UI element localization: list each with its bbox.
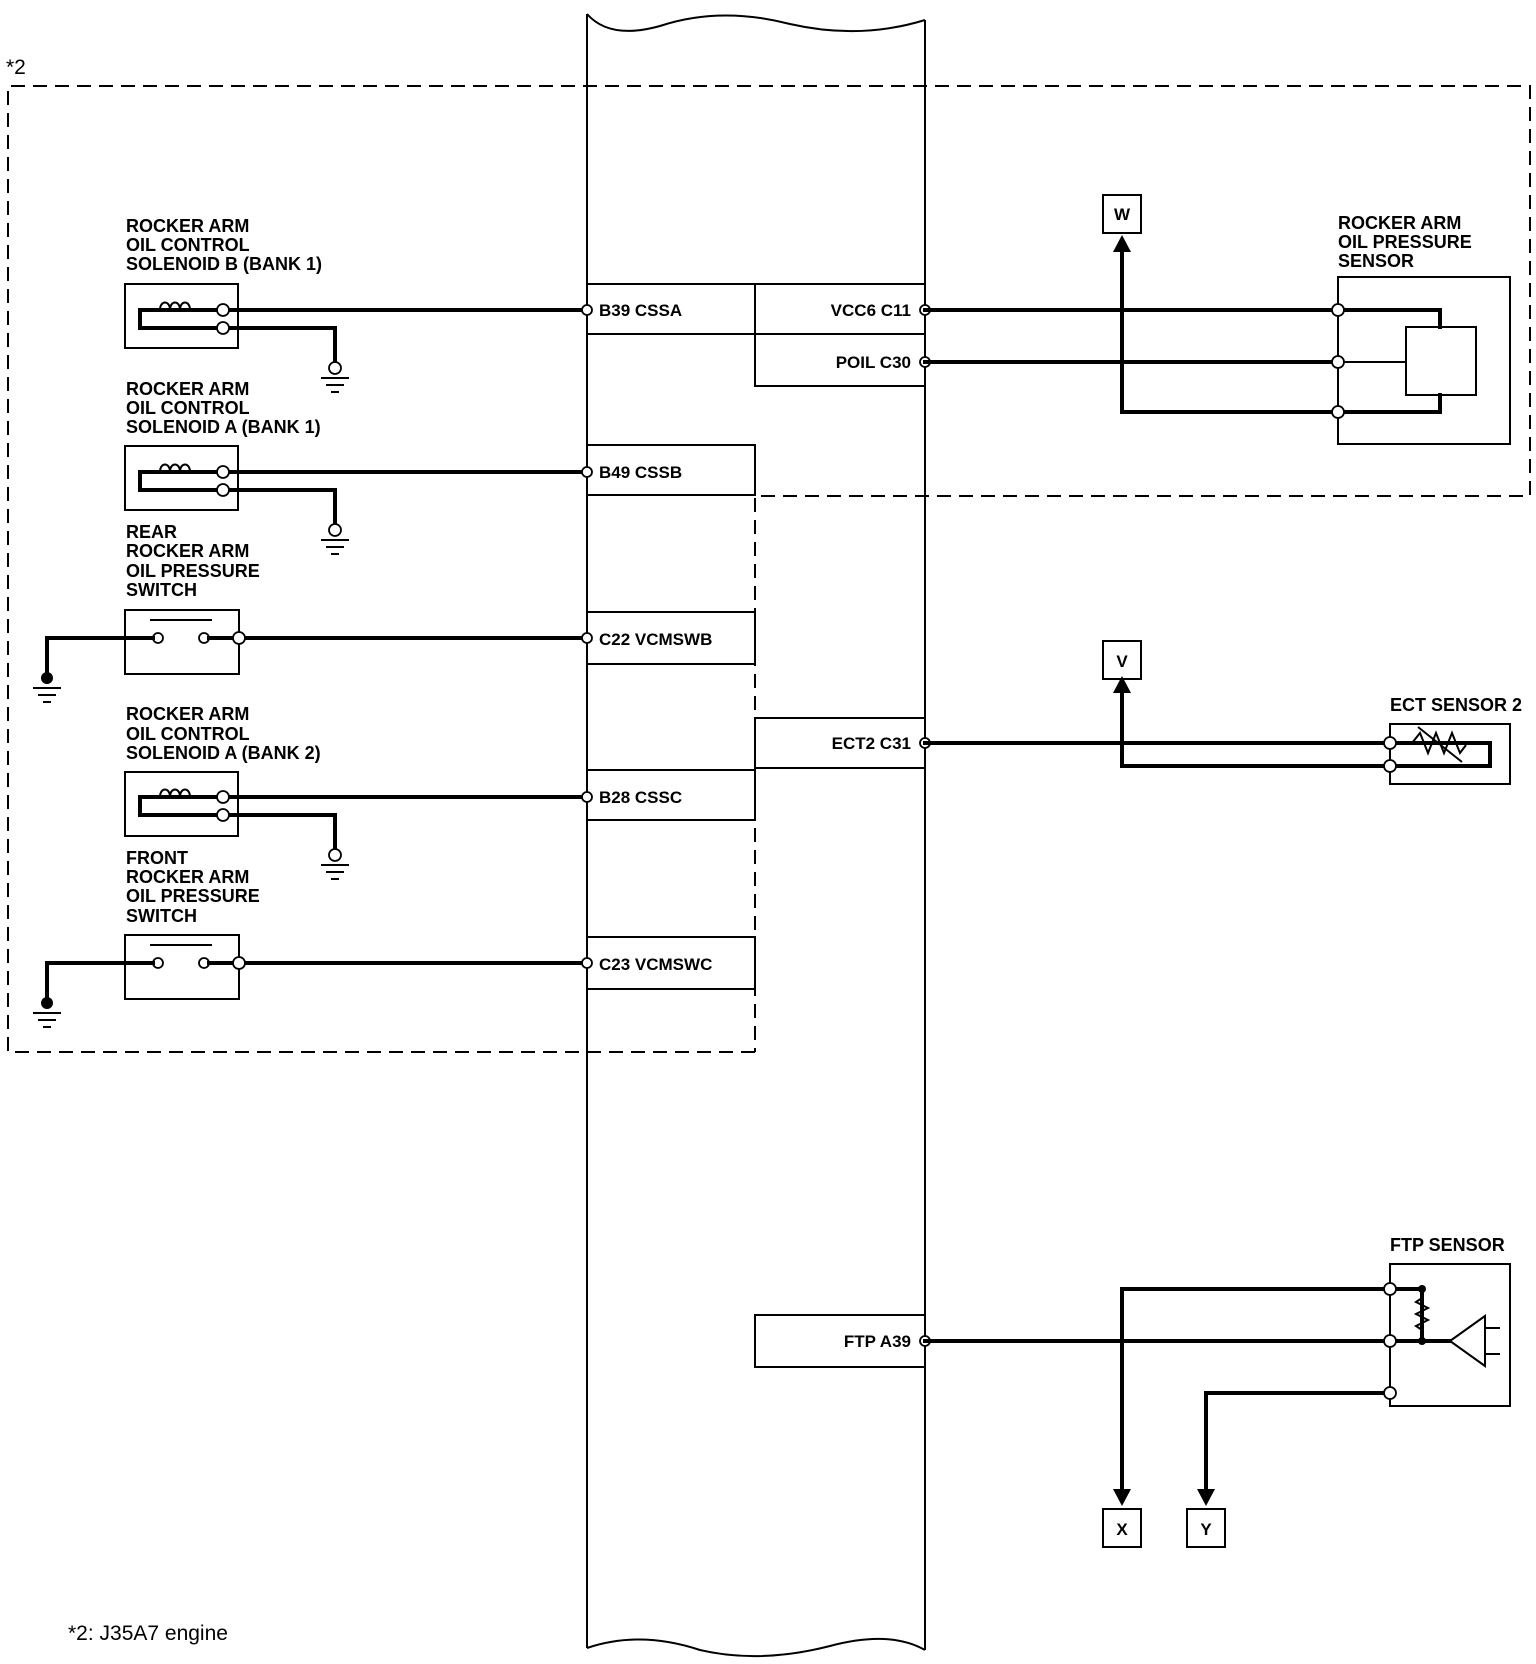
connector-y-label: Y <box>1200 1520 1212 1539</box>
ops-label-1: ROCKER ARM <box>1338 213 1461 233</box>
pin-b39-cssa: B39 CSSA <box>599 301 682 320</box>
front-sw-label-1: FRONT <box>126 848 188 868</box>
pin-b49-cssb: B49 CSSB <box>599 463 682 482</box>
svg-text:ROCKER ARM OIL CONTROL: ROCKER ARM OIL CONTROL SOLENOID B (BANK … <box>126 216 322 274</box>
pin-poil-c30: POIL C30 <box>836 353 911 372</box>
switch-icon <box>150 619 212 644</box>
thermistor-icon <box>1411 730 1467 756</box>
sol-a-b2-label-3: SOLENOID A (BANK 2) <box>126 743 321 763</box>
rocker-arm-oil-control-solenoid-a-bank2: ROCKER ARM OIL CONTROL SOLENOID A (BANK … <box>124 704 589 880</box>
connector-v <box>1102 640 1142 680</box>
note-marker: *2 <box>6 56 26 79</box>
ground-icon <box>321 361 349 393</box>
connector-y <box>1186 1508 1226 1548</box>
ecm-left-pins: B39 CSSA B49 CSSB C22 VCMSWB B28 CSSC C2… <box>581 301 712 974</box>
sol-a-b1-label-1: ROCKER ARM <box>126 379 249 399</box>
pin-b28-cssc: B28 CSSC <box>599 788 682 807</box>
pin-c22-vcmswb: C22 VCMSWB <box>599 630 712 649</box>
rear-sw-label-1: REAR <box>126 522 177 542</box>
coil-icon <box>159 463 191 473</box>
sol-a-b2-label-2: OIL CONTROL <box>126 724 250 744</box>
ecm-right-pins: VCC6 C11 POIL C30 ECT2 C31 FTP A39 <box>831 301 931 1351</box>
rocker-arm-oil-pressure-sensor: ROCKER ARM OIL PRESSURE SENSOR W <box>923 194 1511 445</box>
ect-sensor-2: ECT SENSOR 2 V <box>923 640 1522 785</box>
ground-icon <box>321 523 349 555</box>
switch-icon <box>150 944 212 969</box>
rocker-arm-oil-control-solenoid-a-bank1: ROCKER ARM OIL CONTROL SOLENOID A (BANK … <box>124 379 589 555</box>
coil-icon <box>159 788 191 798</box>
ect-sensor-label: ECT SENSOR 2 <box>1390 695 1522 715</box>
connector-x-label: X <box>1116 1520 1128 1539</box>
ops-label-2: OIL PRESSURE <box>1338 232 1472 252</box>
front-sw-label-3: OIL PRESSURE <box>126 886 260 906</box>
front-rocker-arm-oil-pressure-switch: FRONT ROCKER ARM OIL PRESSURE SWITCH <box>33 848 589 1028</box>
resistor-icon <box>1413 1297 1431 1331</box>
rocker-arm-oil-control-solenoid-b-bank1: ROCKER ARM OIL CONTROL SOLENOID B (BANK … <box>124 216 589 393</box>
j35a7-boundary <box>7 85 1531 1053</box>
rear-sw-label-3: OIL PRESSURE <box>126 561 260 581</box>
connector-w-label: W <box>1114 205 1131 224</box>
svg-text:ROCKER ARM OIL CONTROL: ROCKER ARM OIL CONTROL SOLENOID A (BANK … <box>126 379 321 437</box>
svg-text:ROCKER ARM OIL CONTROL: ROCKER ARM OIL CONTROL SOLENOID A (BANK … <box>126 704 321 763</box>
svg-text:REAR ROCKER ARM OI: REAR ROCKER ARM OIL PRESSURE SWITCH <box>126 522 265 600</box>
svg-text:FRONT ROCKER ARM O: FRONT ROCKER ARM OIL PRESSURE SWITCH <box>126 848 265 926</box>
ground-icon <box>33 672 61 703</box>
rear-rocker-arm-oil-pressure-switch: REAR ROCKER ARM OIL PRESSURE SWITCH <box>33 522 589 703</box>
pin-vcc6-c11: VCC6 C11 <box>831 301 911 320</box>
rear-sw-label-4: SWITCH <box>126 580 197 600</box>
sol-a-b2-label-1: ROCKER ARM <box>126 704 249 724</box>
footnote: *2: J35A7 engine <box>68 1622 228 1645</box>
ecm-pin-boxes <box>586 283 926 1368</box>
amplifier-icon <box>1448 1314 1500 1368</box>
sol-b-b1-label-1: ROCKER ARM <box>126 216 249 236</box>
sol-a-b1-label-2: OIL CONTROL <box>126 398 250 418</box>
rear-sw-label-2: ROCKER ARM <box>126 541 249 561</box>
ftp-sensor-label: FTP SENSOR <box>1390 1235 1505 1255</box>
connector-v-label: V <box>1116 652 1128 671</box>
connector-x <box>1102 1508 1142 1548</box>
front-sw-label-4: SWITCH <box>126 906 197 926</box>
sol-b-b1-label-3: SOLENOID B (BANK 1) <box>126 254 322 274</box>
ground-icon <box>321 848 349 880</box>
ops-label-3: SENSOR <box>1338 251 1414 271</box>
front-sw-label-2: ROCKER ARM <box>126 867 249 887</box>
sol-a-b1-label-3: SOLENOID A (BANK 1) <box>126 417 321 437</box>
sol-b-b1-label-2: OIL CONTROL <box>126 235 250 255</box>
pin-c23-vcmswc: C23 VCMSWC <box>599 955 712 974</box>
svg-text:ROCKER ARM OIL PRESSURE: ROCKER ARM OIL PRESSURE SENSOR <box>1338 213 1477 271</box>
pin-ftp-a39: FTP A39 <box>844 1332 911 1351</box>
pin-ect2-c31: ECT2 C31 <box>832 734 911 753</box>
coil-icon <box>159 301 191 311</box>
ftp-sensor: FTP SENSOR X Y <box>923 1235 1511 1548</box>
ground-icon <box>33 997 61 1028</box>
connector-w <box>1102 194 1142 234</box>
